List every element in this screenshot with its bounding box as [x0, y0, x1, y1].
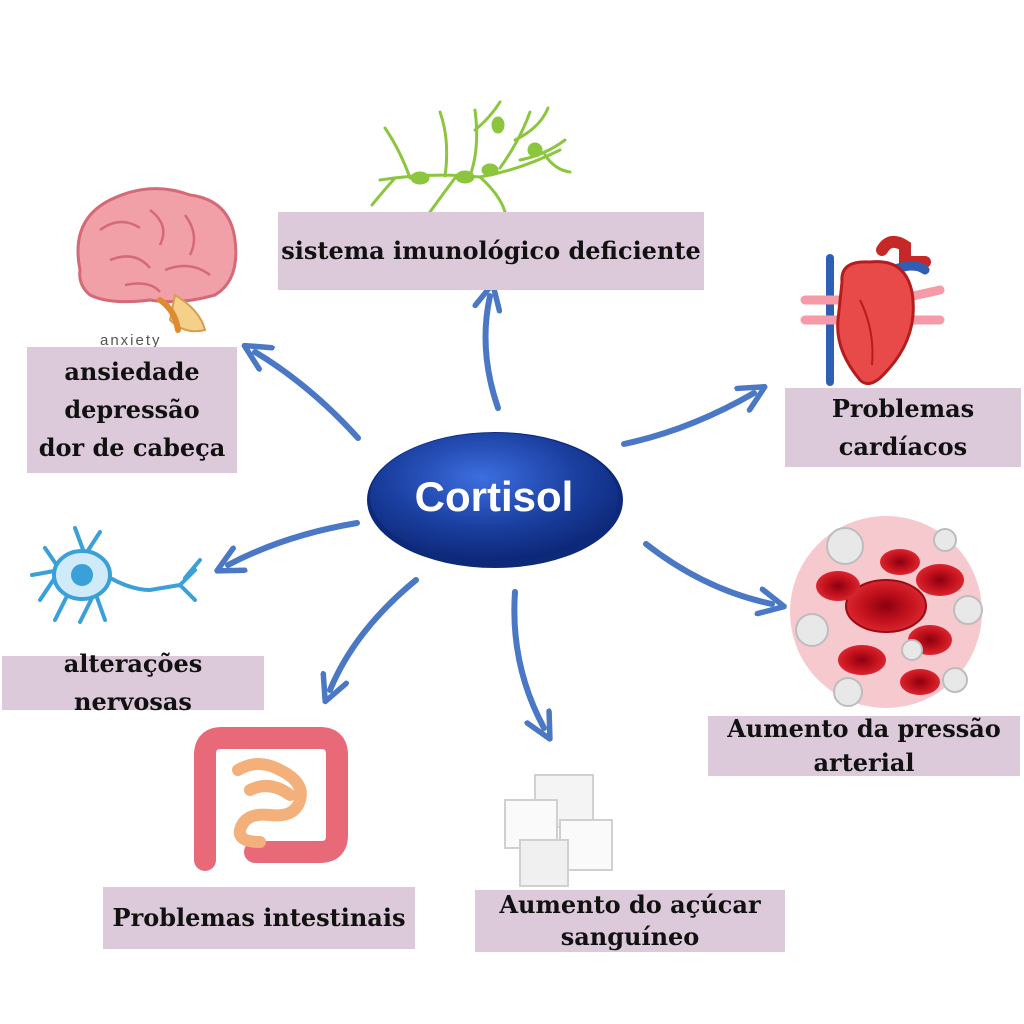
- sugar-label-line-2: sanguíneo: [560, 922, 700, 951]
- mental-label-line-2: depressão: [64, 395, 200, 424]
- arrow-intestinal: [330, 577, 419, 690]
- nervous-label-text: alterações nervosas: [63, 649, 203, 716]
- arrow-nervous: [228, 520, 360, 565]
- intestine-icon: [194, 727, 348, 871]
- intestinal-label-text: Problemas intestinais: [112, 903, 406, 932]
- center-label: Cortisol: [415, 473, 574, 520]
- immune-cells-icon: [370, 100, 572, 214]
- sugar-label-line-1: Aumento do açúcar: [499, 890, 761, 919]
- heart-icon: [800, 235, 945, 386]
- pressure-label: Aumento da pressão arterial: [708, 714, 1020, 777]
- cardiac-label-line-1: Problemas: [831, 393, 975, 423]
- cardiac-label: Problemas cardíacos: [785, 388, 1021, 467]
- arrow-pressure: [643, 541, 772, 604]
- pressure-label-line-2: arterial: [813, 748, 915, 777]
- nervous-label: alterações nervosas: [2, 649, 264, 716]
- arrow-mental: [255, 352, 361, 441]
- cardiac-label-line-2: cardíacos: [838, 431, 968, 461]
- arrows: [228, 296, 772, 728]
- neuron-icon: [30, 526, 202, 624]
- arrow-immune: [486, 296, 499, 411]
- arrow-cardiac: [621, 393, 754, 447]
- sugar-cubes-icon: [504, 774, 613, 887]
- sugar-label: Aumento do açúcar sanguíneo: [475, 890, 785, 952]
- brain-icon: [76, 187, 238, 333]
- arrow-sugar: [511, 589, 544, 728]
- cortisol-node: Cortisol: [367, 432, 623, 568]
- pressure-label-line-1: Aumento da pressão: [727, 714, 1001, 743]
- mental-label: ansiedade depressão dor de cabeça: [27, 347, 237, 473]
- mental-label-line-1: ansiedade: [64, 357, 200, 386]
- intestinal-label: Problemas intestinais: [103, 887, 415, 949]
- mental-label-line-3: dor de cabeça: [38, 433, 226, 462]
- immune-label: sistema imunológico deficiente: [278, 212, 704, 290]
- immune-label-text: sistema imunológico deficiente: [281, 236, 701, 265]
- blood-cells-icon: [790, 516, 983, 708]
- brain-caption-fragment: anxiety: [100, 332, 162, 349]
